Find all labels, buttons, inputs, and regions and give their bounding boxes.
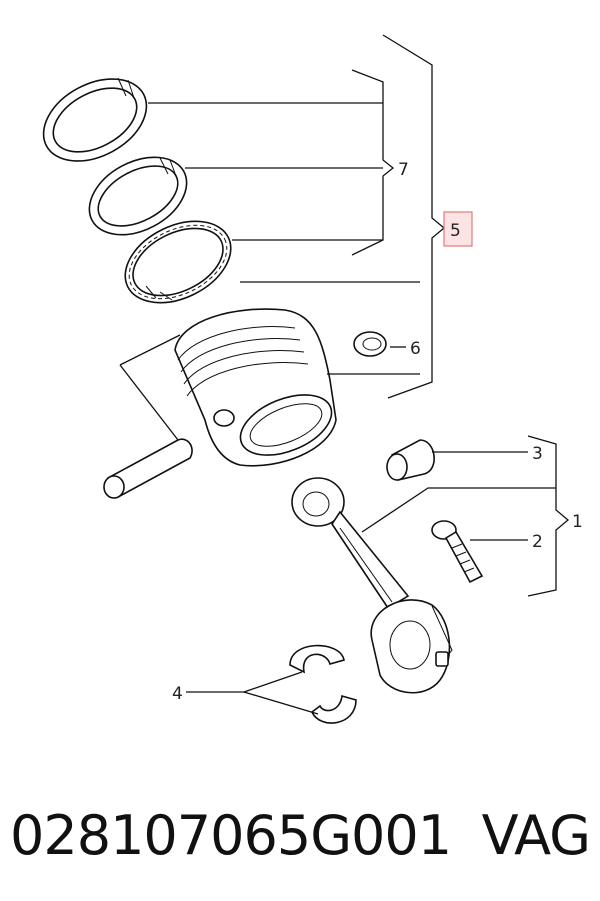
part-number: 028107065G001 [10, 803, 452, 867]
callout-6[interactable]: 6 [410, 339, 421, 359]
footer-caption: 028107065G001 VAG [10, 790, 591, 880]
callout-5[interactable]: 5 [450, 221, 461, 241]
bearing-shell-lower[interactable] [311, 694, 357, 724]
callout-1[interactable]: 1 [572, 512, 583, 532]
piston-ring-oil[interactable] [112, 205, 244, 319]
piston-ring-middle[interactable] [76, 142, 200, 251]
bearing-shell-upper[interactable] [289, 644, 345, 674]
con-rod-bolt[interactable] [431, 520, 484, 584]
exploded-parts-diagram: 7 5 6 3 2 1 4 [30, 34, 583, 724]
callout-3[interactable]: 3 [532, 444, 543, 464]
callout-4[interactable]: 4 [172, 684, 183, 704]
brand-label: VAG [481, 803, 591, 867]
callout-2[interactable]: 2 [532, 532, 543, 552]
piston-ring-top[interactable] [30, 62, 161, 177]
piston[interactable] [174, 308, 340, 467]
connecting-rod[interactable] [291, 477, 453, 694]
callout-7[interactable]: 7 [398, 160, 409, 180]
small-end-bushing[interactable] [386, 439, 435, 481]
piston-pin[interactable] [103, 438, 193, 499]
callout-5-highlight [443, 211, 473, 247]
circlip[interactable] [353, 331, 387, 357]
